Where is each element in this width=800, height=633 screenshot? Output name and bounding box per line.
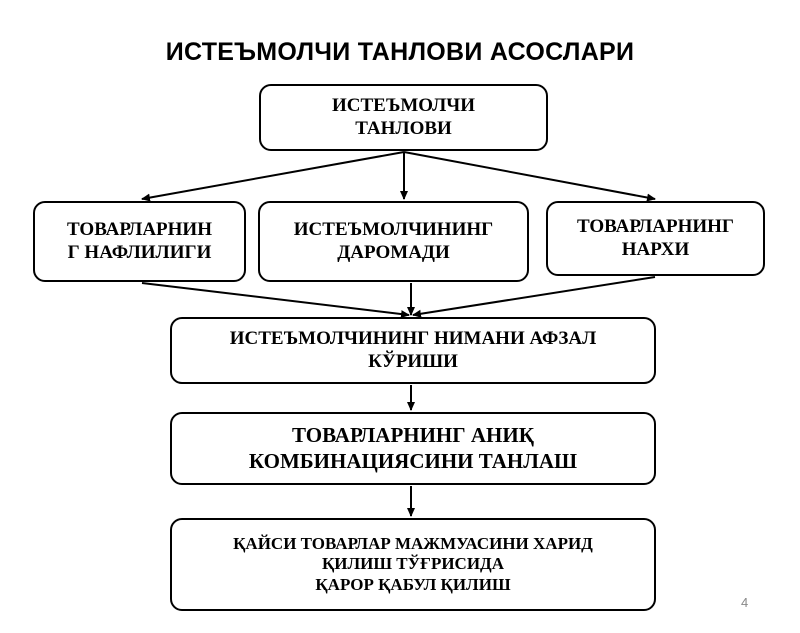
node-consumer-preference: ИСТЕЪМОЛЧИНИНГ НИМАНИ АФЗАЛ КЎРИШИ [170,317,656,384]
node-goods-utility: ТОВАРЛАРНИН Г НАФЛИЛИГИ [33,201,246,282]
arrow-choice-to-price [403,151,656,202]
node-goods-price: ТОВАРЛАРНИНГ НАРХИ [546,201,765,276]
diagram-title: ИСТЕЪМОЛЧИ ТАНЛОВИ АСОСЛАРИ [165,38,635,66]
arrow-utility-to-preference [141,282,410,319]
node-goods-combination: ТОВАРЛАРНИНГ АНИҚ КОМБИНАЦИЯСИНИ ТАНЛАШ [170,412,656,485]
node-purchase-decision: ҚАЙСИ ТОВАРЛАР МАЖМУАСИНИ ХАРИД ҚИЛИШ ТЎ… [170,518,656,611]
page-number: 4 [741,595,749,610]
node-consumer-choice: ИСТЕЪМОЛЧИ ТАНЛОВИ [259,84,548,151]
arrow-price-to-preference [412,276,656,318]
node-consumer-income: ИСТЕЪМОЛЧИНИНГ ДАРОМАДИ [258,201,529,282]
arrow-choice-to-utility [141,151,405,202]
